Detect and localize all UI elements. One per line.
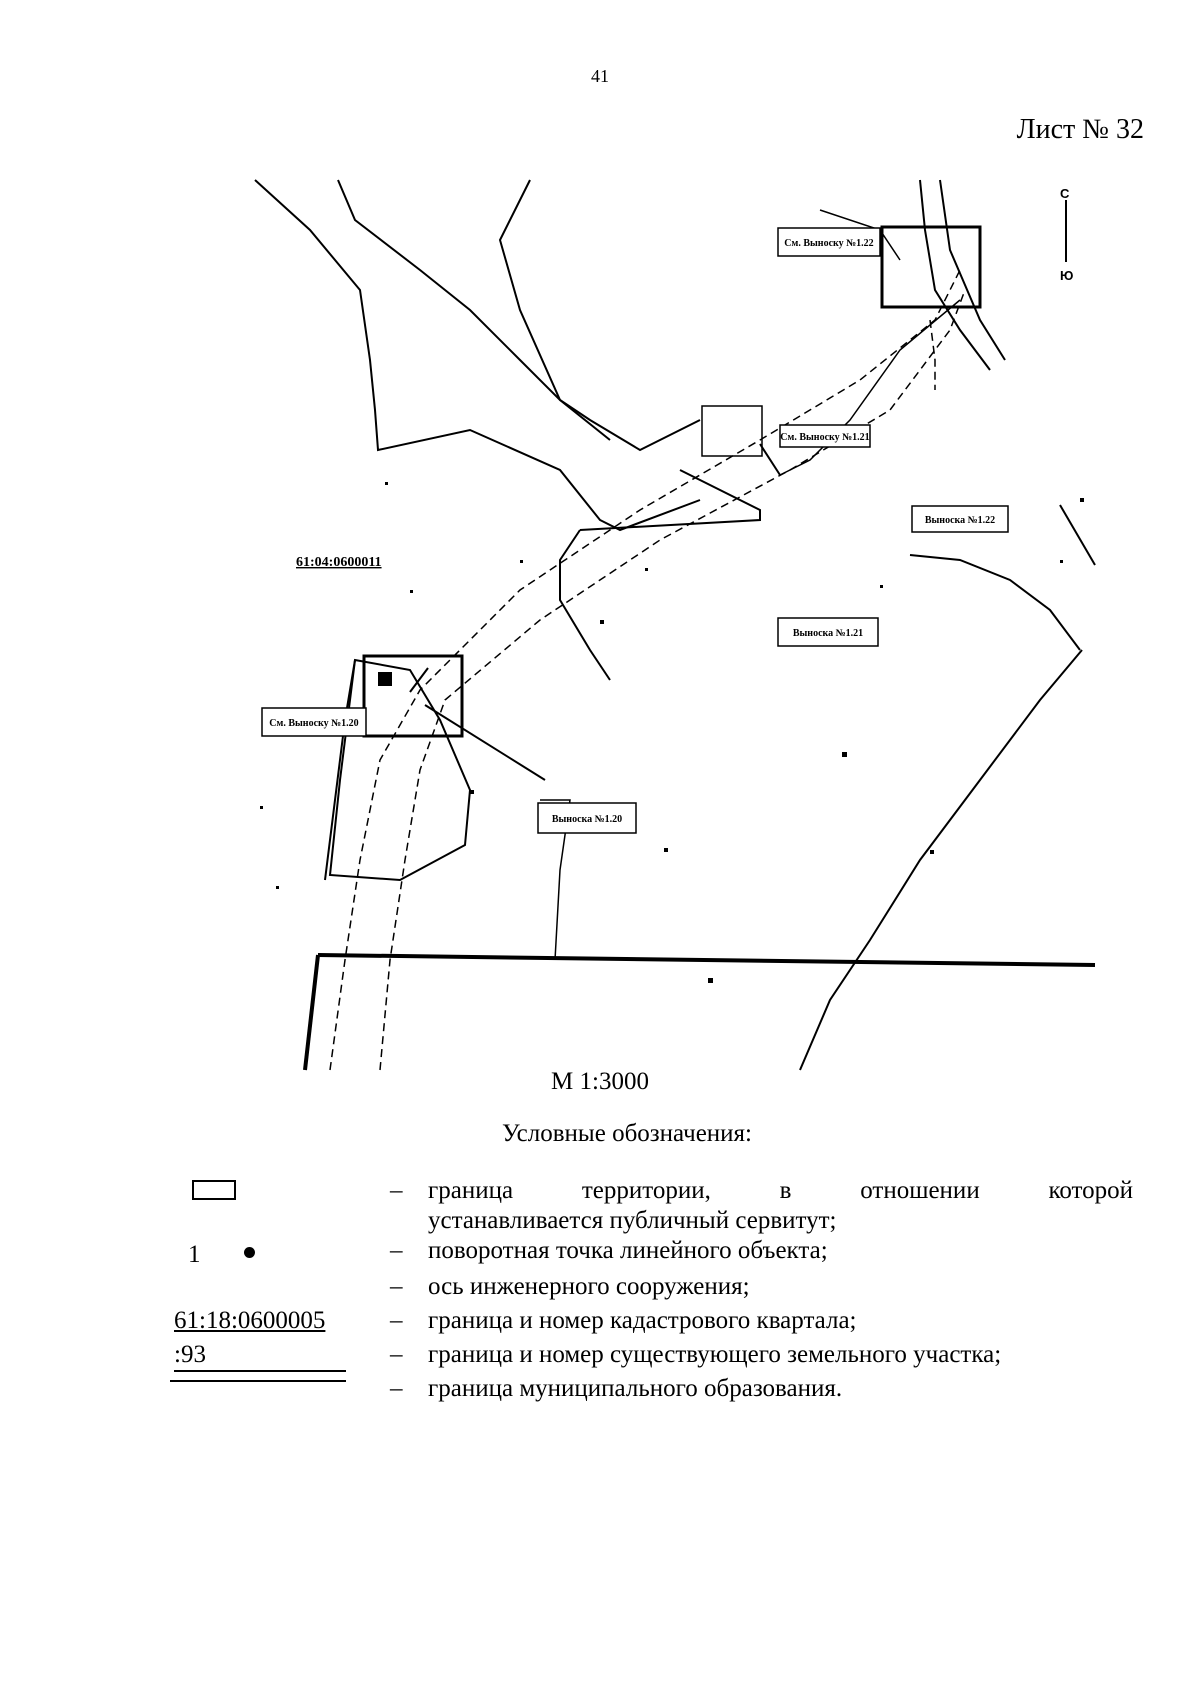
municipal-boundary-line xyxy=(170,1380,346,1382)
legend-row-axis: – ось инженерного сооружения; xyxy=(178,1272,1133,1306)
cadastral-block-label: 61:04:0600011 xyxy=(296,555,382,570)
legend-title: Условные обозначения: xyxy=(501,1120,753,1147)
map-scale: М 1:3000 xyxy=(551,1068,649,1095)
turning-point-dot xyxy=(244,1247,255,1258)
legend-dash: – xyxy=(390,1375,403,1402)
plot-number-sample: :93 xyxy=(174,1341,206,1368)
servitude-boundary-symbol xyxy=(192,1180,236,1200)
callout-see-1-20: См. Выноску №1.20 xyxy=(269,718,358,729)
legend-dash: – xyxy=(390,1177,403,1204)
north-letter: С xyxy=(1060,186,1070,201)
terrain-line-9 xyxy=(919,179,991,371)
legend-text-cadastral-block: граница и номер кадастрового квартала; xyxy=(428,1307,857,1334)
terrain-line-10 xyxy=(939,179,1006,361)
axis-line-3 xyxy=(929,319,936,390)
legend-text-servitude-line1: граница территории, в отношении которой xyxy=(428,1177,1133,1204)
legend-dash: – xyxy=(390,1273,403,1300)
terrain-line-13 xyxy=(540,799,571,961)
legend-row-land-plot: :93 – граница и номер существующего земе… xyxy=(174,1340,1133,1374)
servitude-area-1-21 xyxy=(701,405,763,457)
terrain-line-8 xyxy=(799,649,1083,1071)
terrain-line-1 xyxy=(254,179,701,532)
terrain-line-14 xyxy=(324,659,356,881)
terrain-line-5 xyxy=(559,529,611,681)
callout-1-22: Выноска №1.22 xyxy=(925,515,995,526)
plot-boundary-line xyxy=(174,1370,346,1372)
legend-text-land-plot: граница и номер существующего земельного… xyxy=(428,1341,1002,1368)
terrain-line-6 xyxy=(909,554,1081,651)
terrain-line-2 xyxy=(337,179,701,452)
legend-dash: – xyxy=(390,1341,403,1368)
terrain-line-12 xyxy=(779,299,961,476)
legend-dash: – xyxy=(390,1307,403,1334)
axis-line-2 xyxy=(379,289,966,1071)
legend-text-turning-point: поворотная точка линейного объекта; xyxy=(428,1237,828,1264)
terrain-line-4 xyxy=(579,469,761,531)
legend-text-municipal: граница муниципального образования. xyxy=(428,1375,843,1402)
page-number: 41 xyxy=(591,66,609,86)
callout-1-20: Выноска №1.20 xyxy=(552,814,622,825)
legend: – граница территории, в отношении которо… xyxy=(170,1176,1133,1408)
south-letter: Ю xyxy=(1060,268,1073,283)
cadastral-number-sample: 61:18:0600005 xyxy=(174,1307,326,1334)
callout-see-1-22: См. Выноску №1.22 xyxy=(784,238,873,249)
land-plot-polygon xyxy=(328,658,472,882)
legend-row-cadastral-block: 61:18:0600005 – граница и номер кадастро… xyxy=(174,1306,1133,1340)
servitude-area-1-22 xyxy=(880,225,982,309)
turning-point-number: 1 xyxy=(188,1241,201,1268)
legend-row-turning-point: 1 – поворотная точка линейного объекта; xyxy=(178,1236,1133,1272)
municipal-boundary xyxy=(317,953,1096,967)
legend-text-servitude-line2: устанавливается публичный сервитут; xyxy=(428,1207,837,1234)
legend-dash: – xyxy=(390,1237,403,1264)
municipal-boundary-2 xyxy=(303,954,320,1071)
terrain-line-7 xyxy=(1059,504,1096,566)
terrain-line-3 xyxy=(498,179,611,441)
sheet-label: Лист № 32 xyxy=(1016,114,1144,145)
legend-row-municipal: – граница муниципального образования. xyxy=(170,1374,1133,1408)
legend-row-servitude-boundary: – граница территории, в отношении которо… xyxy=(178,1176,1133,1236)
map-drawing: См. Выноску №1.22 См. Выноску №1.21 Выно… xyxy=(254,179,1096,1071)
callout-see-1-21: См. Выноску №1.21 xyxy=(780,432,869,443)
legend-text-axis: ось инженерного сооружения; xyxy=(428,1273,750,1300)
servitude-area-1-20 xyxy=(362,654,464,738)
callout-1-21: Выноска №1.21 xyxy=(793,628,863,639)
axis-line-1 xyxy=(329,269,961,1071)
